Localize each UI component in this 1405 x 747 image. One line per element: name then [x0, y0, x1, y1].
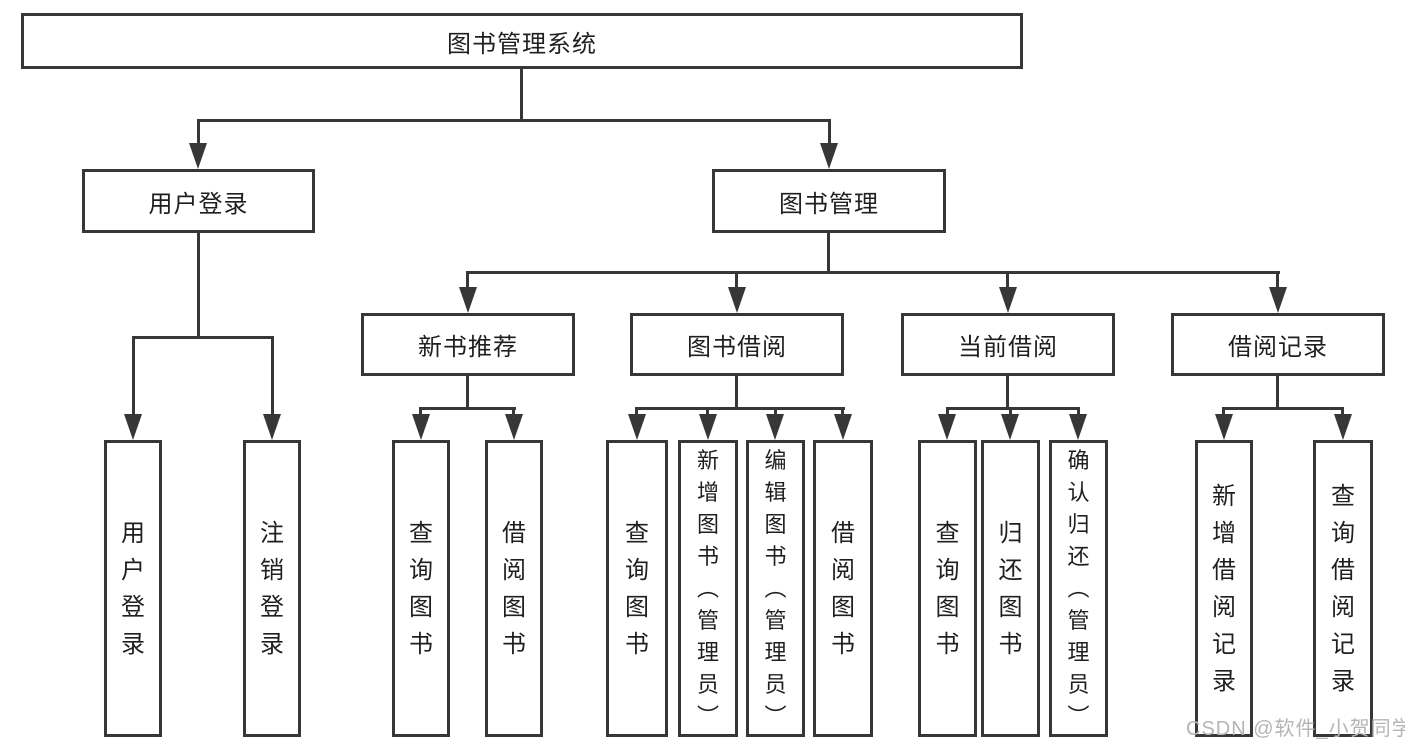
arrowhead-down-icon [628, 414, 646, 440]
line-segment [466, 271, 469, 289]
node-new-book-recommend: 新书推荐 [361, 313, 575, 376]
arrowhead-down-icon [1001, 414, 1019, 440]
leaf-query-books-current: 查询图书 [918, 440, 977, 737]
leaf-confirm-return-admin: 确认归还︵管理员︶ [1049, 440, 1108, 737]
line-segment [512, 407, 515, 416]
arrowhead-down-icon [189, 143, 207, 169]
node-label: 图书管理系统 [447, 30, 597, 58]
line-segment [828, 119, 831, 145]
line-segment [1341, 407, 1344, 416]
leaf-label: 注销登录 [260, 519, 284, 658]
leaf-logout-login: 注销登录 [243, 440, 301, 737]
line-segment [1077, 407, 1080, 416]
leaf-label: 查询借阅记录 [1331, 482, 1355, 695]
arrowhead-down-icon [820, 143, 838, 169]
arrowhead-down-icon [1334, 414, 1352, 440]
line-segment [946, 407, 949, 416]
line-segment [1276, 376, 1279, 407]
arrowhead-down-icon [1069, 414, 1087, 440]
leaf-label: 查询图书 [935, 519, 960, 658]
leaf-borrow-books-recommend: 借阅图书 [485, 440, 543, 737]
leaf-label: 借阅图书 [831, 519, 855, 658]
node-label: 用户登录 [148, 190, 249, 218]
line-segment [1009, 407, 1012, 416]
leaf-label: 新增借阅记录 [1212, 482, 1236, 695]
arrowhead-down-icon [1269, 287, 1287, 313]
leaf-label: 归还图书 [998, 519, 1023, 658]
leaf-edit-books-admin: 编辑图书︵管理员︶ [746, 440, 805, 737]
arrowhead-down-icon [263, 414, 281, 440]
node-label: 图书借阅 [687, 334, 787, 361]
arrowhead-down-icon [766, 414, 784, 440]
node-label: 图书管理 [779, 190, 879, 218]
line-segment [197, 119, 200, 145]
line-segment [1006, 376, 1009, 407]
arrowhead-down-icon [1215, 414, 1233, 440]
line-segment [735, 376, 738, 407]
arrowhead-down-icon [699, 414, 717, 440]
arrowhead-down-icon [728, 287, 746, 313]
node-label: 当前借阅 [958, 334, 1058, 361]
leaf-query-books-recommend: 查询图书 [392, 440, 450, 737]
line-segment [419, 407, 516, 410]
line-segment [946, 407, 1080, 410]
arrowhead-down-icon [999, 287, 1017, 313]
leaf-add-books-admin: 新增图书︵管理员︶ [678, 440, 738, 737]
line-segment [841, 407, 844, 416]
line-segment [197, 119, 831, 122]
leaf-label: 借阅图书 [502, 519, 526, 658]
line-segment [1222, 407, 1344, 410]
arrowhead-down-icon [938, 414, 956, 440]
line-segment [466, 271, 1280, 274]
arrowhead-down-icon [505, 414, 523, 440]
line-segment [197, 233, 200, 336]
line-segment [419, 407, 422, 416]
node-label: 借阅记录 [1228, 334, 1328, 361]
node-book-management: 图书管理 [712, 169, 946, 233]
leaf-label: 确认归还︵管理员︶ [1067, 447, 1090, 729]
arrowhead-down-icon [834, 414, 852, 440]
line-segment [735, 271, 738, 289]
leaf-label: 查询图书 [625, 519, 649, 658]
arrowhead-down-icon [459, 287, 477, 313]
leaf-query-books-borrow: 查询图书 [606, 440, 668, 737]
line-segment [635, 407, 638, 416]
line-segment [774, 407, 777, 416]
line-segment [827, 233, 830, 271]
leaf-borrow-books: 借阅图书 [813, 440, 873, 737]
line-segment [271, 336, 274, 416]
node-book-borrow: 图书借阅 [630, 313, 844, 376]
line-segment [635, 407, 845, 410]
node-user-login: 用户登录 [82, 169, 315, 233]
node-label: 新书推荐 [418, 334, 518, 361]
leaf-user-login: 用户登录 [104, 440, 162, 737]
arrowhead-down-icon [412, 414, 430, 440]
leaf-label: 查询图书 [409, 519, 433, 658]
leaf-query-borrow-record: 查询借阅记录 [1313, 440, 1373, 737]
line-segment [1006, 271, 1009, 289]
line-segment [706, 407, 709, 416]
node-borrow-records: 借阅记录 [1171, 313, 1385, 376]
line-segment [132, 336, 274, 339]
leaf-label: 编辑图书︵管理员︶ [764, 447, 787, 729]
line-segment [132, 336, 135, 416]
leaf-label: 新增图书︵管理员︶ [696, 447, 719, 729]
csdn-watermark: CSDN @软件_小贺同学 [1186, 718, 1405, 740]
leaf-return-books: 归还图书 [981, 440, 1040, 737]
line-segment [466, 376, 469, 407]
leaf-label: 用户登录 [121, 519, 145, 658]
line-segment [1276, 271, 1279, 289]
leaf-add-borrow-record: 新增借阅记录 [1195, 440, 1253, 737]
arrowhead-down-icon [124, 414, 142, 440]
line-segment [520, 69, 523, 119]
node-root-library-system: 图书管理系统 [21, 13, 1023, 69]
node-current-borrow: 当前借阅 [901, 313, 1115, 376]
line-segment [1222, 407, 1225, 416]
